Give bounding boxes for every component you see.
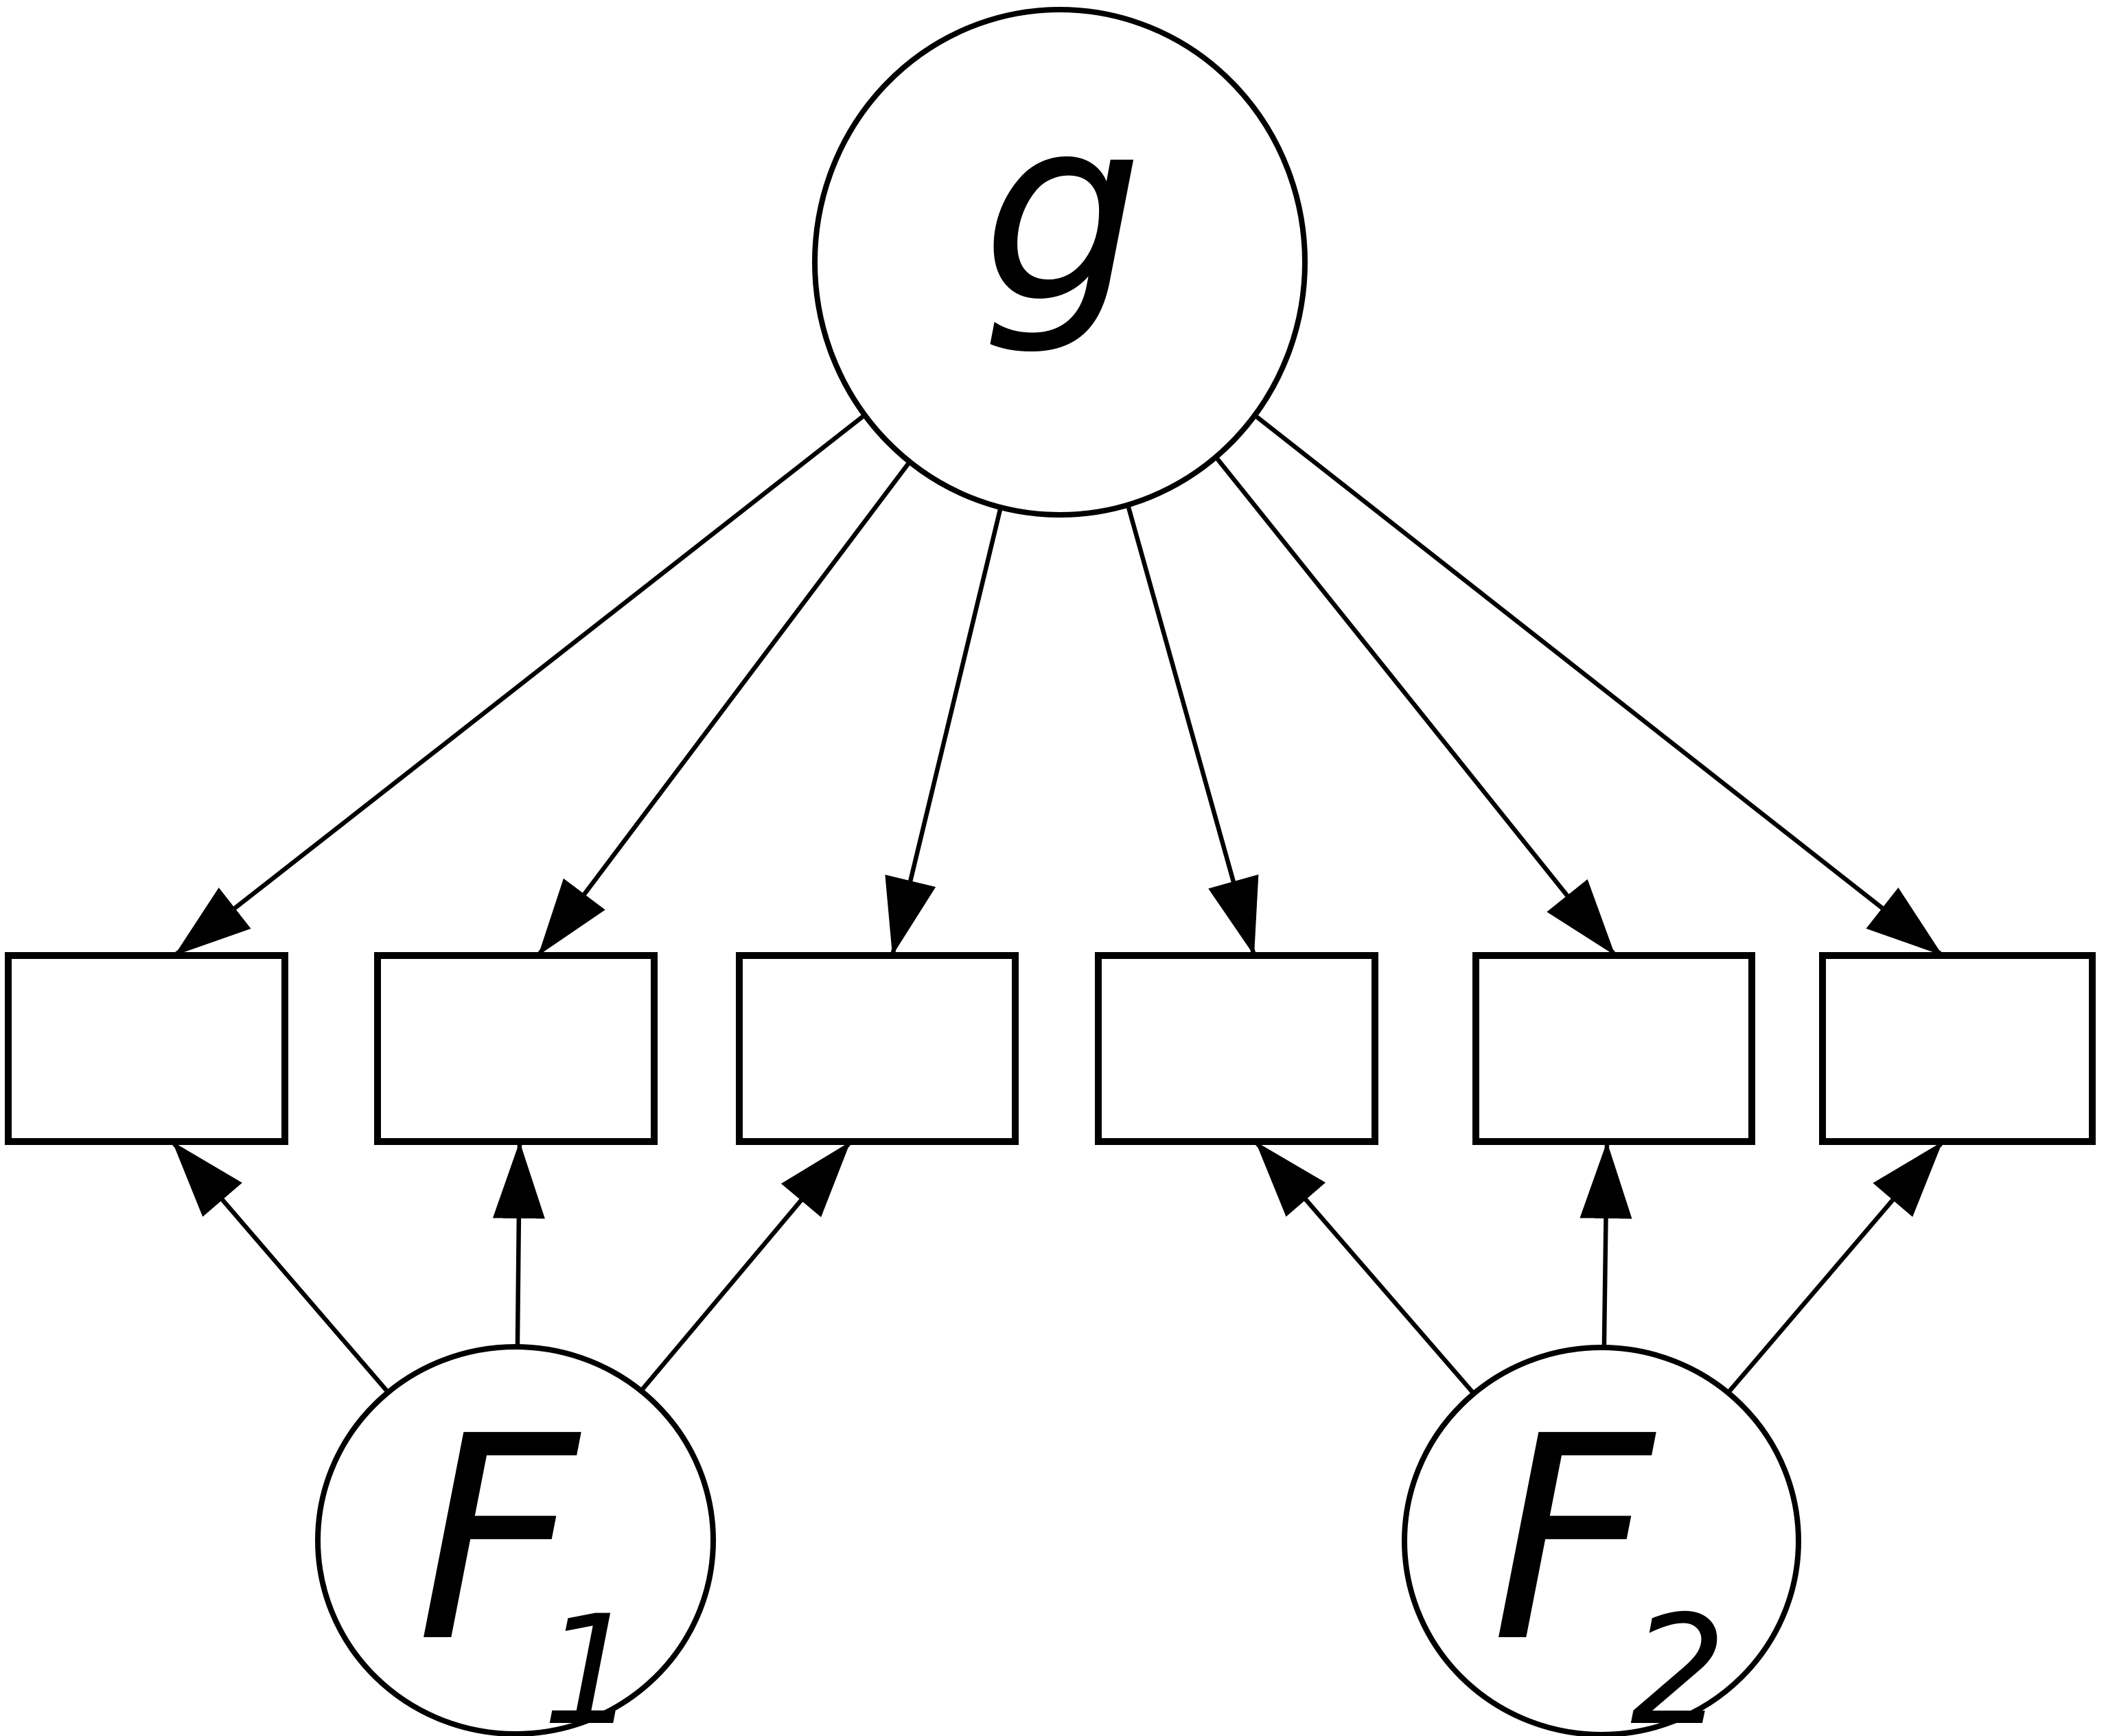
latent-factor-ellipse-F2: [1402, 1345, 1801, 1736]
observed-indicator-rect-ind2: [374, 952, 658, 1145]
observed-indicator-rect-ind4: [1095, 952, 1378, 1145]
factor-label-F2: F: [1491, 1376, 1658, 1704]
observed-indicator-rect-ind5: [1472, 952, 1755, 1145]
latent-factor-ellipse-F1: [315, 1344, 716, 1736]
factor-label-subscript-F1: 1: [542, 1583, 638, 1736]
observed-nodes-layer: [5, 952, 2096, 1145]
observed-indicator-rect-ind6: [1819, 952, 2096, 1145]
latent-factor-ellipse-g: [812, 7, 1308, 518]
observed-indicator-rect-ind1: [5, 952, 288, 1145]
observed-indicator-rect-ind3: [736, 952, 1019, 1145]
factor-label-g: g: [982, 64, 1144, 359]
factor-label-F1: F: [416, 1376, 583, 1704]
latent-nodes-layer: [315, 7, 1801, 1736]
factor-label-subscript-F2: 2: [1630, 1583, 1726, 1736]
